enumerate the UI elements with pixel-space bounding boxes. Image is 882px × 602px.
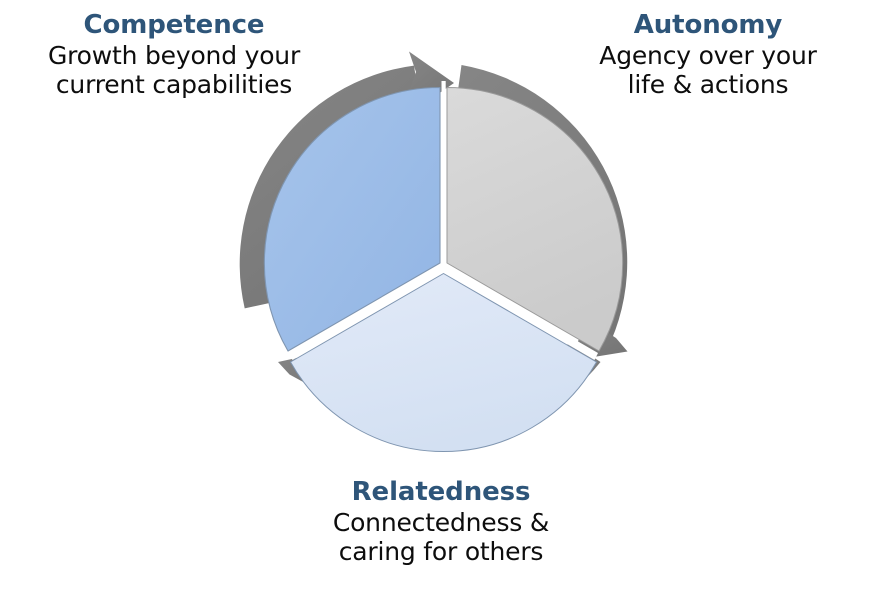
label-autonomy-description-line2: life & actions <box>627 70 789 100</box>
three-needs-cycle-diagram <box>231 51 655 475</box>
label-competence: Competence Growth beyond your current ca… <box>4 10 344 100</box>
label-competence-description-line2: current capabilities <box>55 70 293 100</box>
segment-relatedness <box>290 273 597 453</box>
label-relatedness-description-line1: Connectedness & <box>332 507 550 537</box>
label-competence-description: Growth beyond your current capabilities <box>4 41 344 100</box>
label-autonomy-title: Autonomy <box>633 10 783 40</box>
label-autonomy-description: Agency over your life & actions <box>538 41 878 100</box>
segment-autonomy <box>446 87 624 352</box>
segment-dividers <box>289 81 598 360</box>
label-autonomy-description-line1: Agency over your <box>599 40 817 70</box>
label-competence-title: Competence <box>83 10 265 40</box>
label-relatedness: Relatedness Connectedness & caring for o… <box>271 477 611 567</box>
segment-competence <box>263 86 441 352</box>
label-competence-description-line1: Growth beyond your <box>47 40 301 70</box>
label-relatedness-description-line2: caring for others <box>338 537 544 567</box>
label-relatedness-description: Connectedness & caring for others <box>271 508 611 567</box>
label-relatedness-title: Relatedness <box>351 477 531 507</box>
cycle-svg <box>239 51 628 453</box>
label-autonomy: Autonomy Agency over your life & actions <box>538 10 878 100</box>
